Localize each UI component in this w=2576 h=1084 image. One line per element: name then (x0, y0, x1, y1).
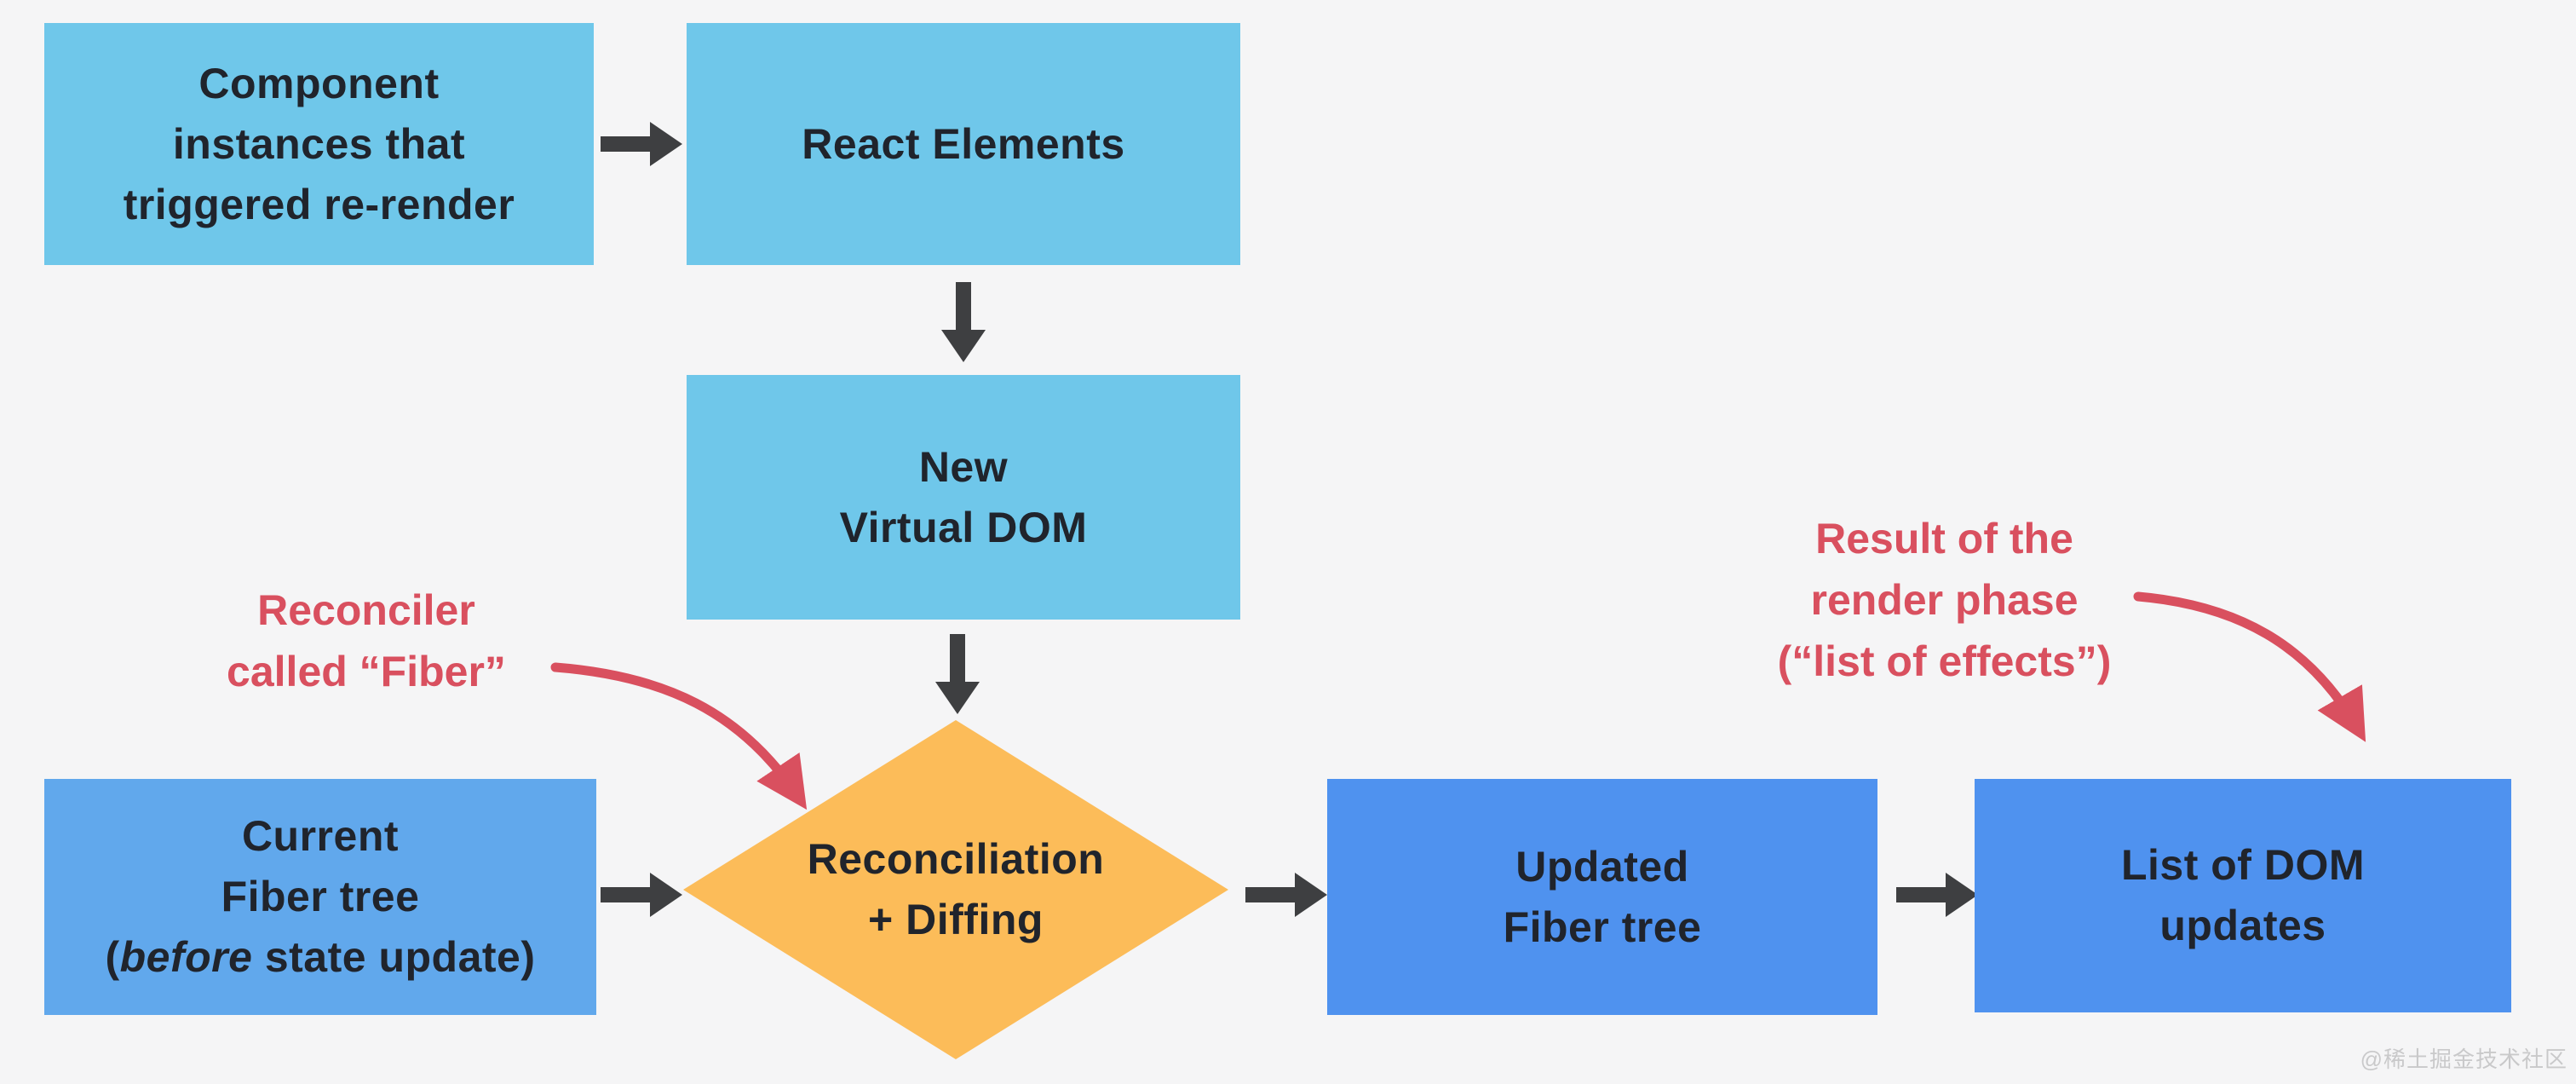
node-new-virtual-dom: New Virtual DOM (687, 375, 1240, 620)
node-label-line: List of DOM (2120, 841, 2366, 889)
node-label-line: New (918, 442, 1009, 491)
node-label-line: + Diffing (868, 896, 1044, 943)
annotation-arrow-reconciler (550, 662, 808, 810)
node-label-line: instances that (172, 119, 466, 168)
node-react-elements: React Elements (687, 23, 1240, 265)
node-label-line: Virtual DOM (839, 503, 1088, 551)
arrow-react-elements-to-virtual-dom (941, 282, 986, 362)
annotation-render-result-label: Result of the render phase (“list of eff… (1712, 508, 2176, 692)
node-label-line: Fiber tree (221, 873, 420, 920)
annotation-line: render phase (1810, 576, 2079, 624)
node-label-line: React Elements (802, 119, 1125, 168)
annotation-reconciler-label: Reconciler called “Fiber” (153, 579, 579, 702)
annotation-line: called “Fiber” (227, 648, 506, 695)
node-component-instances-label: Component instances that triggered re-re… (124, 54, 515, 235)
annotation-line: Reconciler (257, 586, 475, 634)
watermark: @稀土掘金技术社区 (2360, 1047, 2567, 1072)
node-label-fragment: ( (105, 933, 120, 981)
node-label-line: (before state update) (105, 927, 535, 988)
node-list-of-dom-updates-label: List of DOM updates (2121, 835, 2365, 956)
node-current-fiber-tree-label: Current Fiber tree (before state update) (105, 806, 535, 988)
node-component-instances: Component instances that triggered re-re… (44, 23, 594, 265)
node-current-fiber-tree: Current Fiber tree (before state update) (44, 779, 596, 1015)
annotation-line: Result of the (1815, 515, 2073, 562)
node-new-virtual-dom-label: New Virtual DOM (840, 437, 1088, 558)
node-updated-fiber-tree: Updated Fiber tree (1327, 779, 1877, 1015)
node-label-fragment: state update) (252, 933, 536, 981)
node-label-line: Component (198, 59, 440, 107)
diamond-reconciliation-label: Reconciliation + Diffing (808, 829, 1105, 950)
node-updated-fiber-tree-label: Updated Fiber tree (1504, 837, 1702, 958)
annotation-arrow-render-result (2133, 591, 2366, 742)
node-label-line: updates (2159, 902, 2326, 949)
node-label-line: Reconciliation (807, 835, 1105, 883)
diamond-shape (683, 720, 1228, 1059)
arrow-updated-fiber-to-dom-updates (1896, 873, 1978, 917)
arrow-virtual-dom-to-reconciliation (935, 634, 980, 714)
annotation-line: (“list of effects”) (1777, 637, 2112, 685)
node-label-line: Current (241, 812, 400, 860)
node-react-elements-label: React Elements (802, 114, 1124, 175)
node-label-line: triggered re-render (123, 180, 515, 228)
arrow-component-to-react-elements (601, 122, 682, 166)
arrow-fiber-tree-to-reconciliation (601, 873, 682, 917)
node-list-of-dom-updates: List of DOM updates (1975, 779, 2511, 1012)
arrow-reconciliation-to-updated-fiber (1245, 873, 1327, 917)
node-label-fragment-italic: before (119, 933, 253, 981)
diamond-reconciliation: Reconciliation + Diffing (683, 720, 1228, 1059)
node-label-line: Fiber tree (1503, 902, 1702, 951)
node-label-line: Updated (1515, 842, 1689, 891)
